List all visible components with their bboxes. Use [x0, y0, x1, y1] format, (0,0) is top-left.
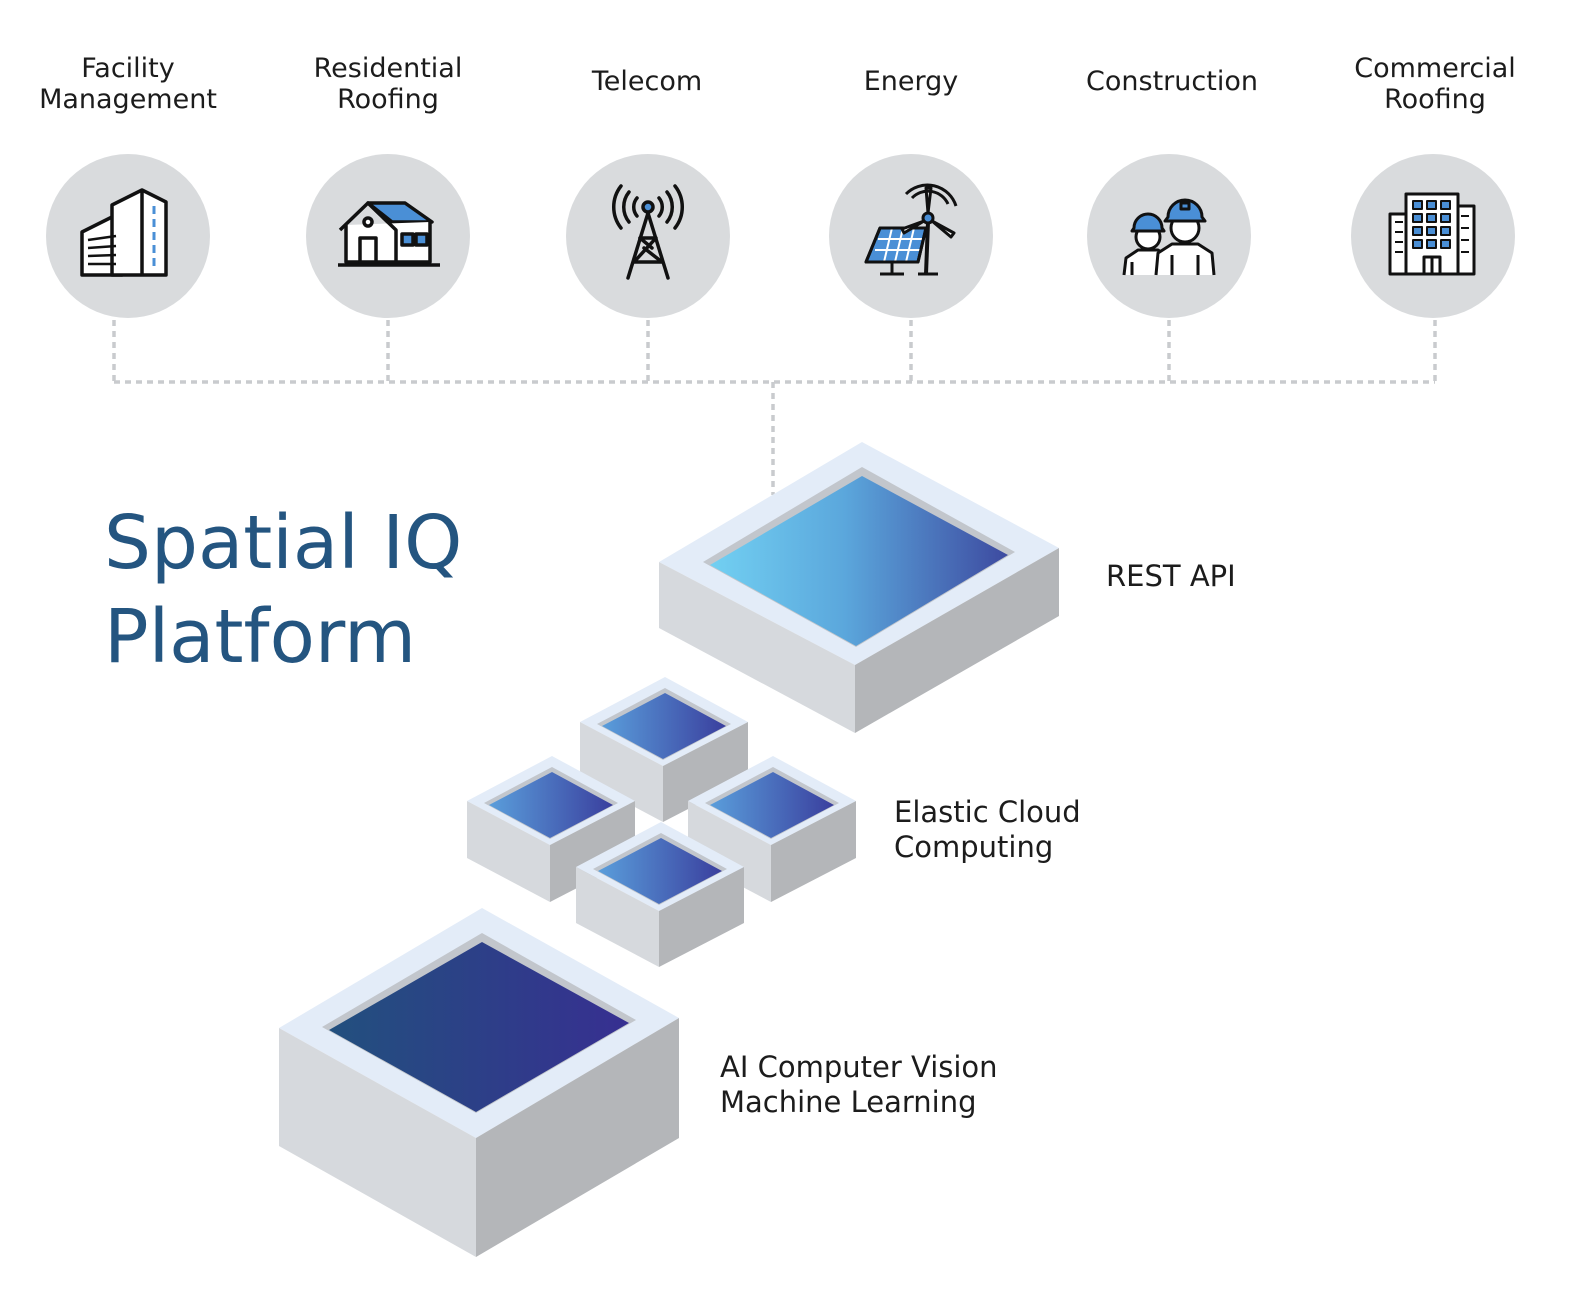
category-label-facility-line1: Facility: [81, 53, 175, 84]
construction-workers-icon: [1122, 198, 1216, 276]
cloud-block-right: [688, 756, 856, 902]
category-label-energy: Energy: [864, 66, 959, 97]
cell-tower-icon: [611, 184, 685, 280]
solar-wind-icon: [864, 183, 958, 276]
category-label-residential-line2: Roofing: [337, 84, 439, 115]
category-label-commercial-line1: Commercial: [1354, 53, 1516, 84]
cloud-block-left: [467, 756, 635, 902]
connector-lines: [112, 320, 1437, 495]
office-building-icon: [80, 188, 168, 277]
layer-label-rest-api: REST API: [1106, 559, 1236, 593]
cloud-block-top: [580, 677, 748, 822]
house-icon: [338, 201, 440, 267]
category-label-commercial-line2: Roofing: [1384, 84, 1486, 115]
cloud-block-bottom: [576, 822, 744, 967]
layer-labels: REST API Elastic Cloud Computing AI Comp…: [720, 559, 1236, 1119]
layer-label-ai-line2: Machine Learning: [720, 1085, 977, 1119]
category-label-residential-line1: Residential: [314, 53, 463, 84]
category-label-construction: Construction: [1086, 66, 1258, 97]
commercial-building-icon: [1388, 192, 1476, 276]
layer-label-cloud-line2: Computing: [894, 830, 1053, 864]
icon-circle-telecom: [566, 154, 730, 318]
layer-label-cloud-line1: Elastic Cloud: [894, 795, 1081, 829]
category-labels: Facility Management Residential Roofing …: [39, 53, 1516, 115]
platform-title-line2: Platform: [104, 594, 416, 680]
icon-circle-construction: [1087, 154, 1251, 318]
category-label-telecom: Telecom: [591, 66, 702, 97]
rest-api-block: [659, 442, 1059, 733]
category-label-facility-line2: Management: [39, 84, 217, 115]
category-icons: [46, 154, 1515, 318]
platform-title-line1: Spatial IQ: [104, 500, 462, 586]
platform-title: Spatial IQ Platform: [104, 500, 462, 680]
elastic-cloud-blocks: [467, 677, 856, 967]
layer-label-ai-line1: AI Computer Vision: [720, 1050, 998, 1084]
ai-block: [279, 908, 679, 1257]
